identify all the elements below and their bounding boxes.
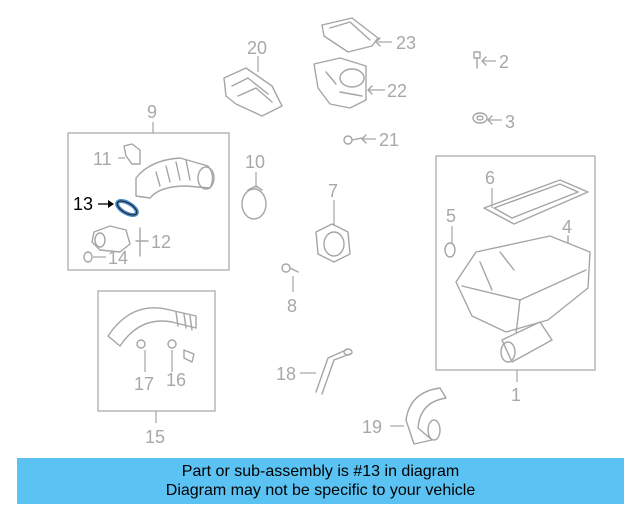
callout-23: 23 (396, 33, 416, 53)
callout-12: 12 (151, 232, 171, 252)
part-7-maf-sensor (315, 200, 351, 263)
part-12-sensor (91, 225, 149, 257)
part-11-sensor (118, 143, 141, 165)
part-10-clamp (241, 172, 267, 220)
callout-5: 5 (446, 206, 456, 226)
part-3-grommet (472, 112, 502, 125)
part-6-filter (483, 179, 589, 225)
callout-4: 4 (562, 217, 572, 237)
callout-22: 22 (387, 81, 407, 101)
part-9-intake-hose (135, 157, 215, 199)
part-14-oring (83, 251, 106, 263)
callout-1: 1 (511, 385, 521, 405)
part-22-air-duct (313, 57, 385, 109)
part-20-bracket (223, 56, 283, 117)
callout-3: 3 (505, 112, 515, 132)
part-23-resonator (321, 17, 392, 53)
info-banner: Part or sub-assembly is #13 in diagram D… (17, 458, 624, 504)
part-2-bolt (473, 51, 496, 69)
banner-line-part-info: Part or sub-assembly is #13 in diagram (181, 463, 460, 480)
part-1-air-cleaner (455, 235, 591, 363)
callout-11: 11 (93, 149, 112, 169)
banner-line-disclaimer: Diagram may not be specific to your vehi… (165, 482, 476, 499)
callout-15: 15 (145, 427, 165, 447)
group-box-9 (67, 132, 230, 271)
part-16-bolt (167, 339, 195, 372)
parts-diagram: 23 22 20 2 3 21 9 11 13 12 14 10 7 8 6 5… (67, 17, 596, 447)
callout-17: 17 (134, 374, 154, 394)
callout-9: 9 (147, 102, 157, 122)
callout-14: 14 (108, 248, 128, 268)
callout-16: 16 (166, 370, 186, 390)
callout-13[interactable]: 13 (73, 194, 93, 214)
callout-21: 21 (379, 130, 399, 150)
callout-18: 18 (276, 364, 296, 384)
callout-19: 19 (362, 417, 382, 437)
callout-8: 8 (287, 296, 297, 316)
part-8-screw (281, 263, 299, 292)
part-18-tube (300, 348, 353, 395)
group-box-1 (435, 155, 596, 371)
part-21-bolt (343, 134, 376, 145)
part-13-clamp[interactable] (98, 198, 139, 218)
part-17-clip (136, 339, 146, 372)
part-19-inlet-duct (390, 387, 447, 445)
callout-10: 10 (245, 152, 265, 172)
part-15-hose (107, 307, 197, 347)
part-5-seal (444, 226, 456, 258)
callout-6: 6 (485, 168, 495, 188)
callout-20: 20 (247, 38, 267, 58)
callout-7: 7 (328, 181, 338, 201)
callout-2: 2 (499, 52, 509, 72)
